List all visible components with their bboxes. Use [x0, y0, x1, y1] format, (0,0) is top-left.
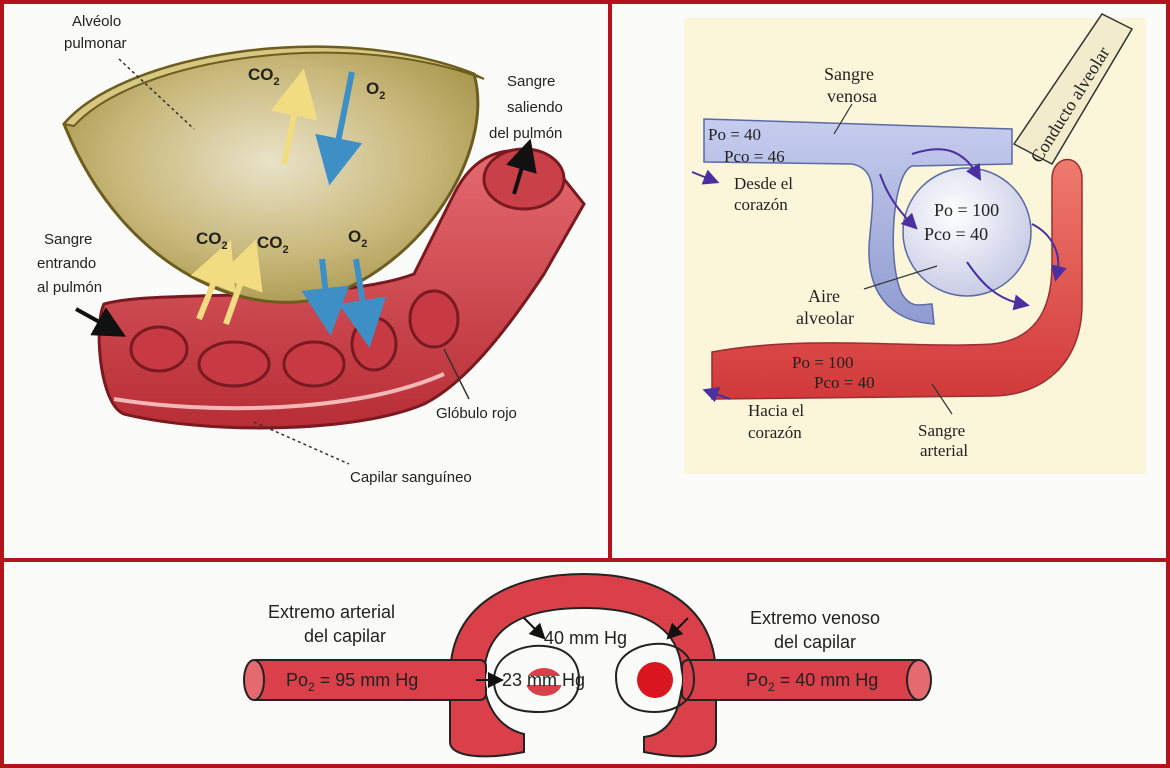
lung-alveolus-panel: Alvéolo pulmonar Sangre saliendo del pul…	[0, 0, 612, 562]
label-saliendo-3: del pulmón	[489, 125, 562, 142]
label-cell-pressure: 23 mm Hg	[502, 670, 585, 690]
label-desde-2: corazón	[734, 195, 788, 214]
label-saliendo-2: saliendo	[507, 99, 563, 116]
label-venous-end-1: Extremo venoso	[750, 608, 880, 628]
capillary-gradient-diagram: Extremo arterial del capilar Extremo ven…	[4, 562, 1166, 764]
label-pco-venous: Pco = 46	[724, 147, 785, 166]
label-venosa-2: venosa	[827, 86, 877, 106]
label-arterial-1: Sangre	[918, 421, 965, 440]
label-aire-1: Aire	[808, 286, 840, 306]
alveolar-pressure-panel: Sangre venosa Conducto alveolar Po = 40 …	[608, 0, 1170, 562]
label-alveolo-2: pulmonar	[64, 35, 127, 52]
capillary-gradient-panel: Extremo arterial del capilar Extremo ven…	[0, 558, 1170, 768]
label-arterial-2: arterial	[920, 441, 968, 460]
label-po-alveolar: Po = 100	[934, 200, 999, 220]
label-po-venous: Po = 40	[708, 125, 761, 144]
label-pco-arterial: Pco = 40	[814, 373, 875, 392]
lung-illustration: Alvéolo pulmonar Sangre saliendo del pul…	[4, 4, 608, 558]
label-saliendo-1: Sangre	[507, 73, 555, 90]
label-hacia-2: corazón	[748, 423, 802, 442]
alveolar-pressure-diagram: Sangre venosa Conducto alveolar Po = 40 …	[612, 4, 1166, 558]
label-entrando-2: entrando	[37, 255, 96, 272]
label-alveolo-1: Alvéolo	[72, 13, 121, 30]
label-venous-end-2: del capilar	[774, 632, 856, 652]
label-arterial-end-1: Extremo arterial	[268, 602, 395, 622]
label-venosa-1: Sangre	[824, 64, 874, 84]
label-hacia-1: Hacia el	[748, 401, 804, 420]
label-desde-1: Desde el	[734, 174, 793, 193]
label-aire-2: alveolar	[796, 308, 854, 328]
label-po-arterial: Po = 100	[792, 353, 854, 372]
label-pco-alveolar: Pco = 40	[924, 224, 988, 244]
label-alveolar-pressure: 40 mm Hg	[544, 628, 627, 648]
label-arterial-end-2: del capilar	[304, 626, 386, 646]
label-capilar: Capilar sanguíneo	[350, 469, 472, 486]
cell-venous	[637, 662, 673, 698]
label-entrando-1: Sangre	[44, 231, 92, 248]
label-globulo: Glóbulo rojo	[436, 405, 517, 422]
label-entrando-3: al pulmón	[37, 279, 102, 296]
